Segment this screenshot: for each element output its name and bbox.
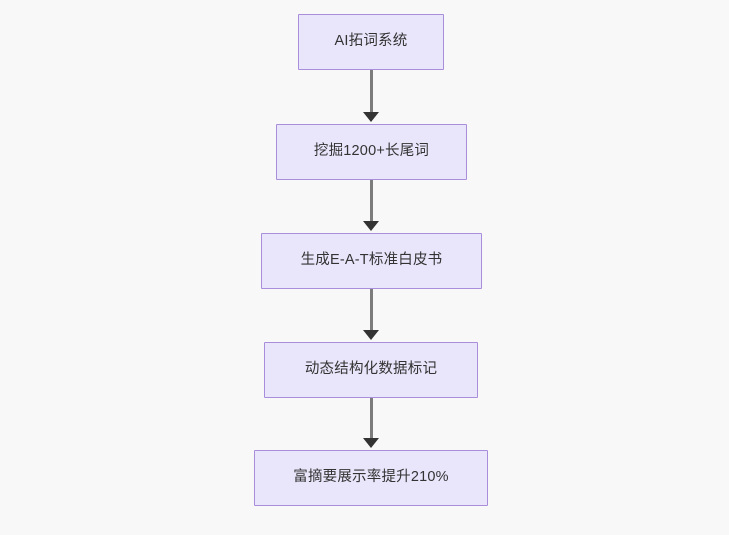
flowchart-edge-n4-n5: [369, 398, 373, 442]
flowchart-edge-n1-n2: [369, 70, 373, 116]
flowchart-node-rich-snippet-result[interactable]: 富摘要展示率提升210%: [254, 450, 488, 506]
arrow-down-icon: [363, 221, 379, 231]
node-label: 挖掘1200+长尾词: [313, 143, 430, 160]
arrow-down-icon: [363, 112, 379, 122]
arrow-down-icon: [363, 330, 379, 340]
node-label: 富摘要展示率提升210%: [293, 469, 449, 486]
arrow-down-icon: [363, 438, 379, 448]
node-label: 生成E-A-T标准白皮书: [300, 252, 443, 269]
flowchart-node-structured-data-markup[interactable]: 动态结构化数据标记: [264, 342, 478, 398]
flowchart-node-eat-whitepaper[interactable]: 生成E-A-T标准白皮书: [261, 233, 482, 289]
node-label: 动态结构化数据标记: [304, 361, 438, 378]
node-label: AI拓词系统: [334, 33, 408, 50]
flowchart-edge-n2-n3: [369, 180, 373, 225]
flowchart-node-ai-keyword-system[interactable]: AI拓词系统: [298, 14, 444, 70]
flowchart-node-longtail-keywords[interactable]: 挖掘1200+长尾词: [276, 124, 467, 180]
flowchart-edge-n3-n4: [369, 289, 373, 334]
